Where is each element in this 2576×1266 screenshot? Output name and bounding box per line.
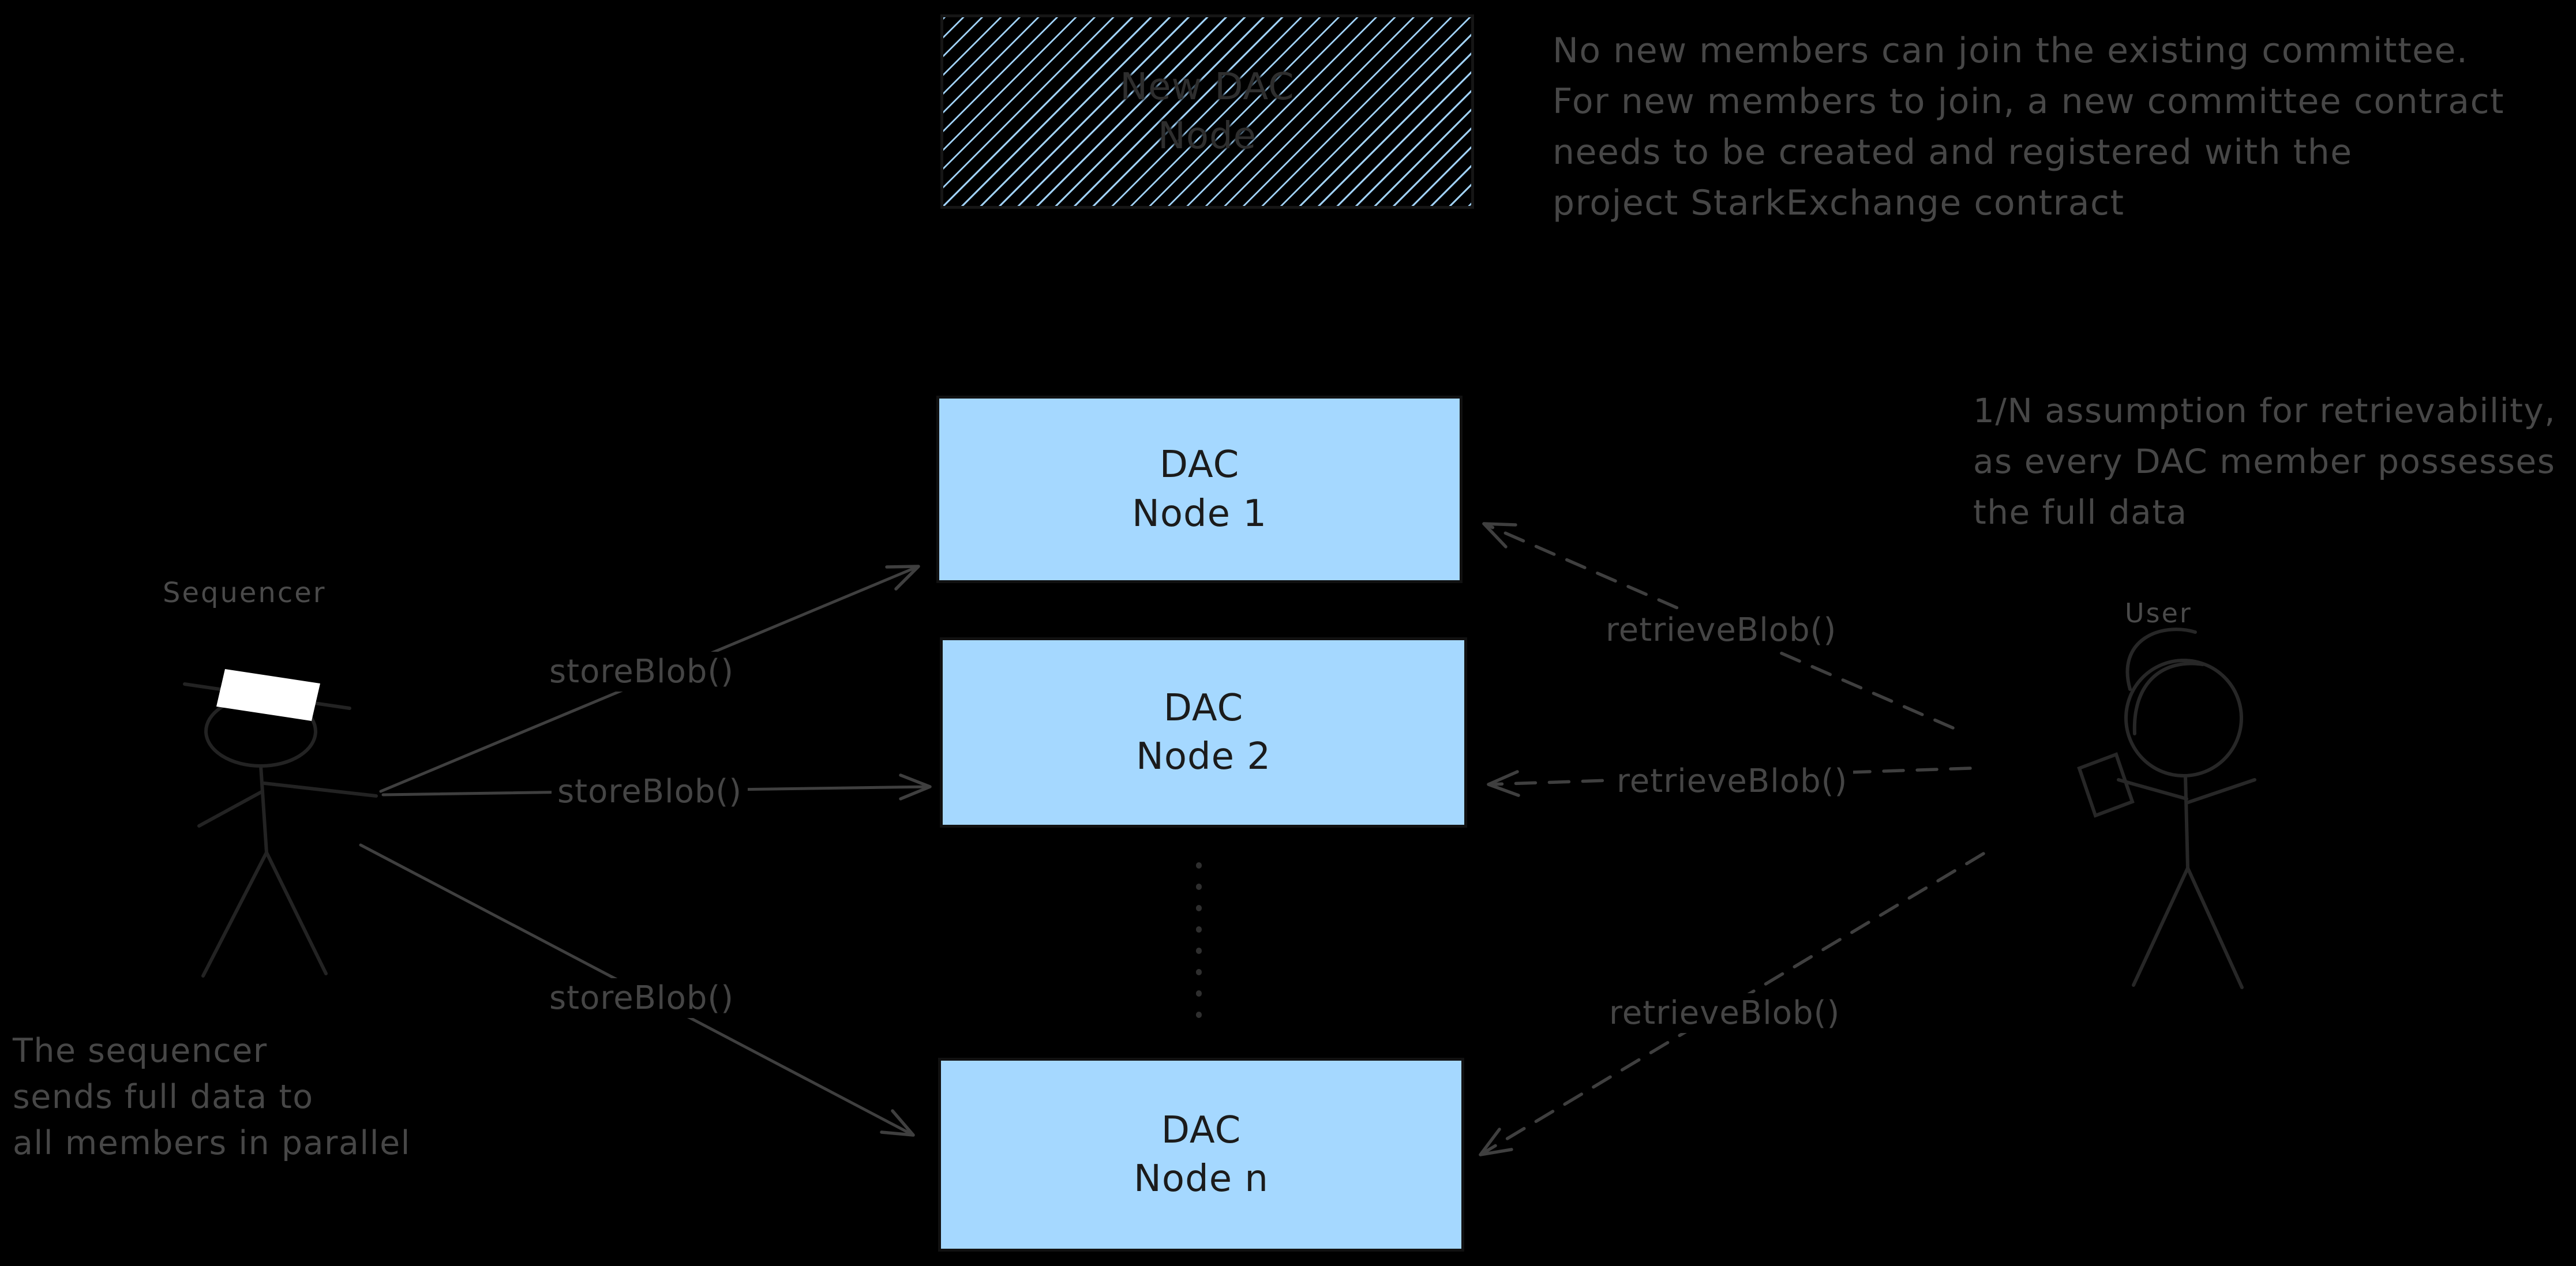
node-new-dac-line2: Node <box>1157 114 1257 157</box>
node-dac-2-line2: Node 2 <box>1135 735 1272 778</box>
store-blob-label-3: storeBlob() <box>543 978 740 1018</box>
retrievability-note-line3: the full data <box>1973 493 2188 532</box>
sequencer-hat <box>216 669 320 721</box>
node-dac-n-line2: Node n <box>1134 1158 1269 1200</box>
node-dac-n-line1: DAC <box>1161 1109 1242 1152</box>
node-dac-1-label: DAC Node 1 <box>1132 441 1267 538</box>
committee-note-line3: needs to be created and registered with … <box>1553 132 2353 172</box>
retrievability-note: 1/N assumption for retrievability, as ev… <box>1973 385 2556 538</box>
node-new-dac: New DAC Node <box>940 14 1474 209</box>
retrieve-blob-label-3: retrieveBlob() <box>1603 993 1846 1033</box>
node-dac-2: DAC Node 2 <box>940 637 1467 828</box>
retrieve-blob-label-1: retrieveBlob() <box>1600 610 1843 650</box>
user-label: User <box>2125 598 2192 629</box>
node-dac-1-line2: Node 1 <box>1131 492 1268 535</box>
retrieve-arrow-3 <box>1479 852 1985 1156</box>
retrievability-note-line2: as every DAC member possesses <box>1973 442 2556 481</box>
committee-note-line1: No new members can join the existing com… <box>1553 31 2469 71</box>
sequencer-label: Sequencer <box>163 577 327 609</box>
node-dac-2-line1: DAC <box>1163 686 1244 730</box>
sequencer-note-line3: all members in parallel <box>13 1124 411 1162</box>
retrieve-blob-label-2: retrieveBlob() <box>1611 761 1854 801</box>
node-dac-2-label: DAC Node 2 <box>1136 684 1271 782</box>
sequencer-note-line2: sends full data to <box>13 1078 314 1116</box>
sequencer-note: The sequencer sends full data to all mem… <box>13 1028 411 1166</box>
node-new-dac-line1: New DAC <box>1120 66 1295 109</box>
sequencer-note-line1: The sequencer <box>13 1032 268 1070</box>
sequencer-figure-icon <box>183 669 378 978</box>
user-phone <box>2077 752 2135 818</box>
committee-note: No new members can join the existing com… <box>1553 25 2504 228</box>
node-new-dac-label: New DAC Node <box>1120 63 1294 160</box>
node-dac-1: DAC Node 1 <box>936 396 1463 583</box>
committee-note-line2: For new members to join, a new committee… <box>1553 81 2505 122</box>
node-dac-n: DAC Node n <box>938 1058 1464 1252</box>
node-dac-1-line1: DAC <box>1159 444 1240 487</box>
user-figure-icon <box>2077 628 2256 989</box>
committee-note-line4: project StarkExchange contract <box>1553 183 2125 223</box>
retrievability-note-line1: 1/N assumption for retrievability, <box>1973 391 2556 430</box>
store-blob-label-2: storeBlob() <box>552 772 748 812</box>
node-dac-n-label: DAC Node n <box>1134 1106 1269 1204</box>
retrieve-arrow-1 <box>1482 522 1955 730</box>
store-blob-label-1: storeBlob() <box>543 652 740 692</box>
